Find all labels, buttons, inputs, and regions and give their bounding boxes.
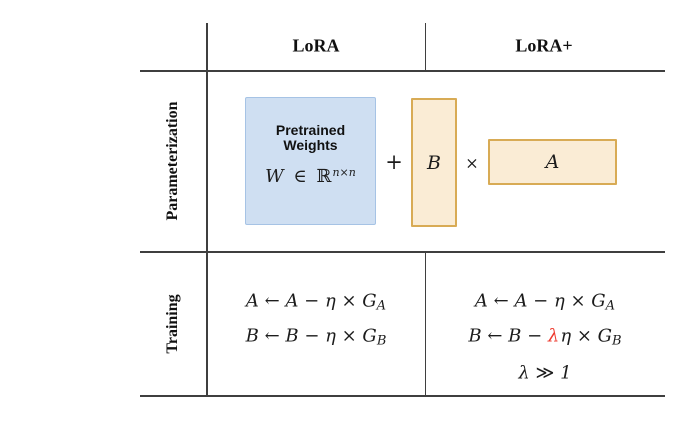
training-column-divider-line — [424, 251, 426, 397]
lora-update-b-subscript: B — [376, 333, 387, 349]
a-matrix-label: A — [545, 151, 560, 173]
lora-plus-update-a-body: A ← A − η × G — [474, 290, 606, 312]
lora-plus-update-b-subscript: B — [612, 333, 622, 349]
pretrained-weights-box: Pretrained Weights W ∈ ℝn×n — [245, 97, 376, 225]
header-divider-line — [140, 70, 665, 72]
element-of-symbol: ∈ — [293, 166, 307, 187]
times-operator: × — [465, 153, 479, 173]
bottom-border-line — [140, 395, 665, 397]
lora-update-rule-a: A ← A − η × GA — [245, 290, 387, 314]
row-label-parameterization: Parameterization — [164, 101, 181, 221]
plus-operator: + — [385, 150, 403, 174]
weight-matrix-notation: W ∈ ℝn×n — [265, 166, 356, 187]
header-column-divider-line — [424, 23, 426, 70]
lambda-condition: λ ≫ 1 — [518, 362, 572, 384]
b-matrix-label: B — [427, 151, 441, 174]
pretrained-weights-label: Pretrained Weights — [276, 123, 345, 153]
lora-update-a-body: A ← A − η × G — [245, 290, 377, 312]
lora-plus-update-b-body: η × G — [560, 325, 613, 347]
lambda-highlight: λ — [547, 325, 560, 347]
row-label-training: Training — [164, 294, 181, 354]
lora-update-b-body: B ← B − η × G — [245, 325, 377, 347]
lora-plus-update-b-prefix: B ← B − — [468, 325, 548, 347]
column-header-lora-plus: LoRA+ — [515, 35, 573, 56]
reals-dimension-superscript: n×n — [332, 166, 356, 179]
a-matrix-box: A — [488, 139, 617, 185]
lora-update-a-subscript: A — [376, 298, 387, 314]
row-divider-line — [140, 251, 665, 253]
column-header-lora: LoRA — [292, 35, 340, 56]
pretrained-weights-label-line1: Pretrained — [275, 122, 346, 138]
lora-plus-update-rule-a: A ← A − η × GA — [474, 290, 616, 314]
lora-plus-update-a-subscript: A — [605, 298, 616, 314]
reals-symbol: ℝ — [316, 166, 332, 187]
lora-update-rule-b: B ← B − η × GB — [245, 325, 387, 349]
pretrained-weights-label-line2: Weights — [283, 137, 338, 153]
lora-plus-update-rule-b: B ← B − λη × GB — [468, 325, 622, 349]
w-variable: W — [265, 166, 284, 187]
label-column-divider-line — [206, 23, 208, 397]
b-matrix-box: B — [411, 98, 457, 227]
